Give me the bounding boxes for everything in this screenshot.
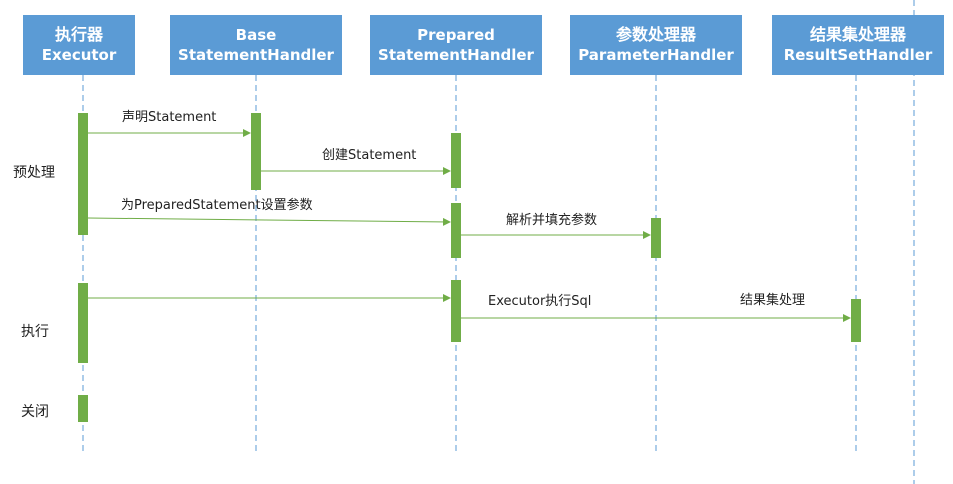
activation-prepared-execute [451,280,461,342]
participant-result-line2: ResultSetHandler [783,46,933,64]
participant-result-set-handler: 结果集处理器 ResultSetHandler [772,15,944,75]
phase-label-execute: 执行 [21,324,49,340]
participant-executor: 执行器 Executor [23,15,135,75]
activation-prepared-create [451,133,461,188]
participant-result-line1: 结果集处理器 [809,25,906,44]
phase-label-preprocess: 预处理 [13,165,55,181]
message-set-params: 为PreparedStatement设置参数 [121,198,313,213]
participant-param-line2: ParameterHandler [578,46,734,64]
activation-base [251,113,261,190]
participant-executor-line1: 执行器 [54,25,103,44]
participant-executor-line2: Executor [41,46,117,64]
message-executor-exec-sql: Executor执行Sql [488,294,592,309]
participant-base-line1: Base [235,26,277,44]
participant-prepared-line2: StatementHandler [378,46,534,64]
activation-result [851,299,861,342]
message-declare-statement: 声明Statement [122,110,217,125]
activation-prepared-params [451,203,461,258]
message-parse-fill-params: 解析并填充参数 [506,213,598,228]
message-result-processing: 结果集处理 [740,293,806,308]
activation-executor-execute [78,283,88,363]
arrow-set-params [87,217,451,226]
participant-base-statement-handler: Base StatementHandler [170,15,342,75]
activation-executor-close [78,395,88,422]
participant-base-line2: StatementHandler [178,46,334,64]
participant-parameter-handler: 参数处理器 ParameterHandler [570,15,742,75]
message-create-statement: 创建Statement [322,148,417,163]
activation-executor-preprocess [78,113,88,235]
phase-label-close: 关闭 [21,404,49,420]
activation-param [651,218,661,258]
participant-param-line1: 参数处理器 [615,25,696,44]
participant-prepared-line1: Prepared [417,26,495,44]
participant-prepared-statement-handler: Prepared StatementHandler [370,15,542,75]
